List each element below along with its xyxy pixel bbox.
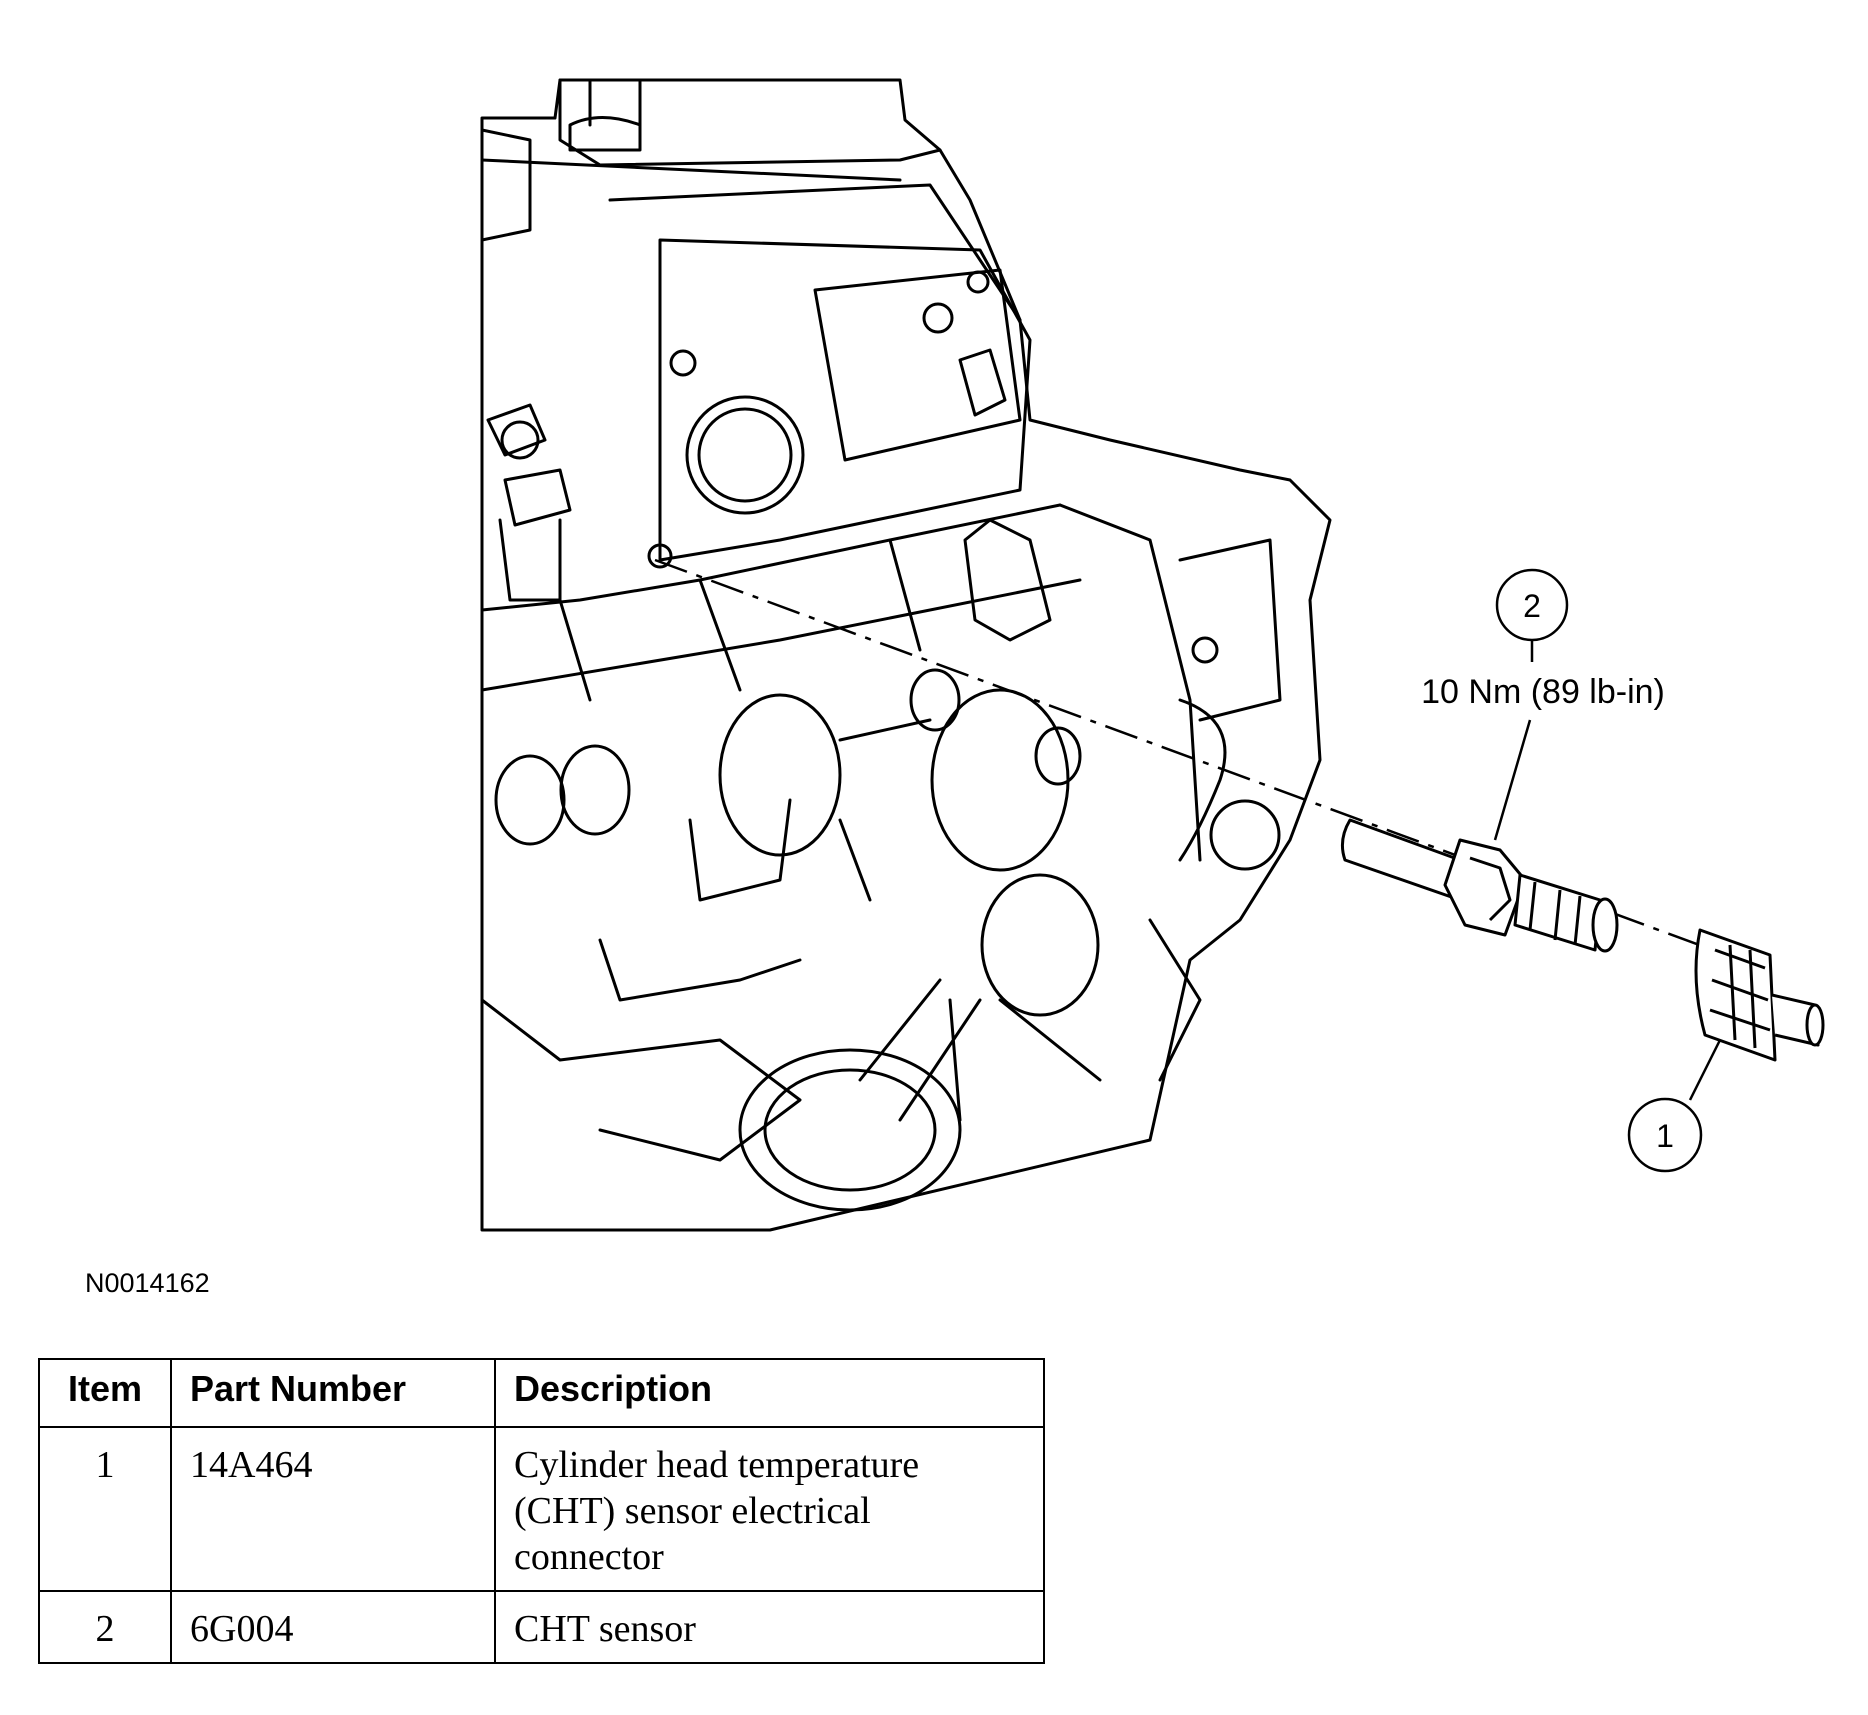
- row-item: 2: [38, 1590, 172, 1664]
- engine-block-illustration: 2 10 Nm (89 lb-in) 1: [480, 78, 1825, 1232]
- header-item: Item: [38, 1358, 172, 1428]
- cht-sensor-drawing: [1340, 818, 1619, 953]
- row-description: Cylinder head temperature (CHT) sensor e…: [494, 1426, 1045, 1592]
- figure-code: N0014162: [85, 1268, 210, 1298]
- table-row: 2 6G004 CHT sensor: [38, 1590, 1045, 1664]
- row-description: CHT sensor: [494, 1590, 1045, 1664]
- row-item: 1: [38, 1426, 172, 1592]
- row-part-number: 6G004: [170, 1590, 496, 1664]
- torque-specification: 10 Nm (89 lb-in): [1421, 673, 1665, 711]
- parts-table: Item Part Number Description 1 14A464 Cy…: [38, 1358, 1045, 1664]
- cht-connector-drawing: [1694, 928, 1825, 1062]
- row-part-number: 14A464: [170, 1426, 496, 1592]
- header-part-number: Part Number: [170, 1358, 496, 1428]
- callout-2-number: 2: [1523, 588, 1541, 624]
- callout-1-number: 1: [1656, 1118, 1674, 1154]
- header-description: Description: [494, 1358, 1045, 1428]
- engine-block-drawing: [480, 78, 1332, 1232]
- callout-1: 1: [1627, 1097, 1703, 1173]
- callout-1-leader: [1688, 1039, 1722, 1101]
- callout-2-leader: [1493, 640, 1534, 841]
- table-header-row: Item Part Number Description: [38, 1358, 1045, 1428]
- callout-2: 2: [1495, 568, 1569, 642]
- table-row: 1 14A464 Cylinder head temperature (CHT)…: [38, 1426, 1045, 1592]
